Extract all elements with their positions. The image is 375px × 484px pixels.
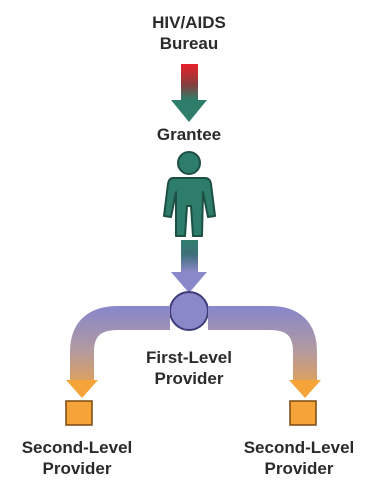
second-level-right-label-line1: Second-Level [243, 438, 355, 457]
hiv-aids-bureau-label: HIV/AIDS Bureau [139, 12, 239, 54]
arrow-first-level-to-second-level-right [208, 306, 321, 398]
square-node-icon [289, 400, 317, 426]
bureau-label-line2: Bureau [159, 34, 219, 53]
first-level-label-line2: Provider [154, 369, 224, 388]
second-level-provider-right-label: Second-Level Provider [226, 437, 372, 479]
first-level-label-line1: First-Level [146, 348, 232, 367]
arrow-bureau-to-grantee [171, 64, 207, 122]
grantee-label: Grantee [139, 124, 239, 145]
second-level-left-label-line2: Provider [42, 459, 112, 478]
first-level-provider-label: First-Level Provider [124, 347, 254, 389]
arrow-first-level-to-second-level-left [66, 306, 170, 398]
bureau-label-line1: HIV/AIDS [152, 13, 226, 32]
second-level-left-label-line1: Second-Level [21, 438, 133, 457]
second-level-right-label-line2: Provider [264, 459, 334, 478]
square-node-icon [65, 400, 93, 426]
grantee-label-text: Grantee [156, 125, 222, 144]
person-icon [163, 151, 216, 237]
arrow-grantee-to-first-level [171, 240, 207, 293]
second-level-provider-left-label: Second-Level Provider [2, 437, 152, 479]
circle-node-icon [169, 291, 209, 331]
